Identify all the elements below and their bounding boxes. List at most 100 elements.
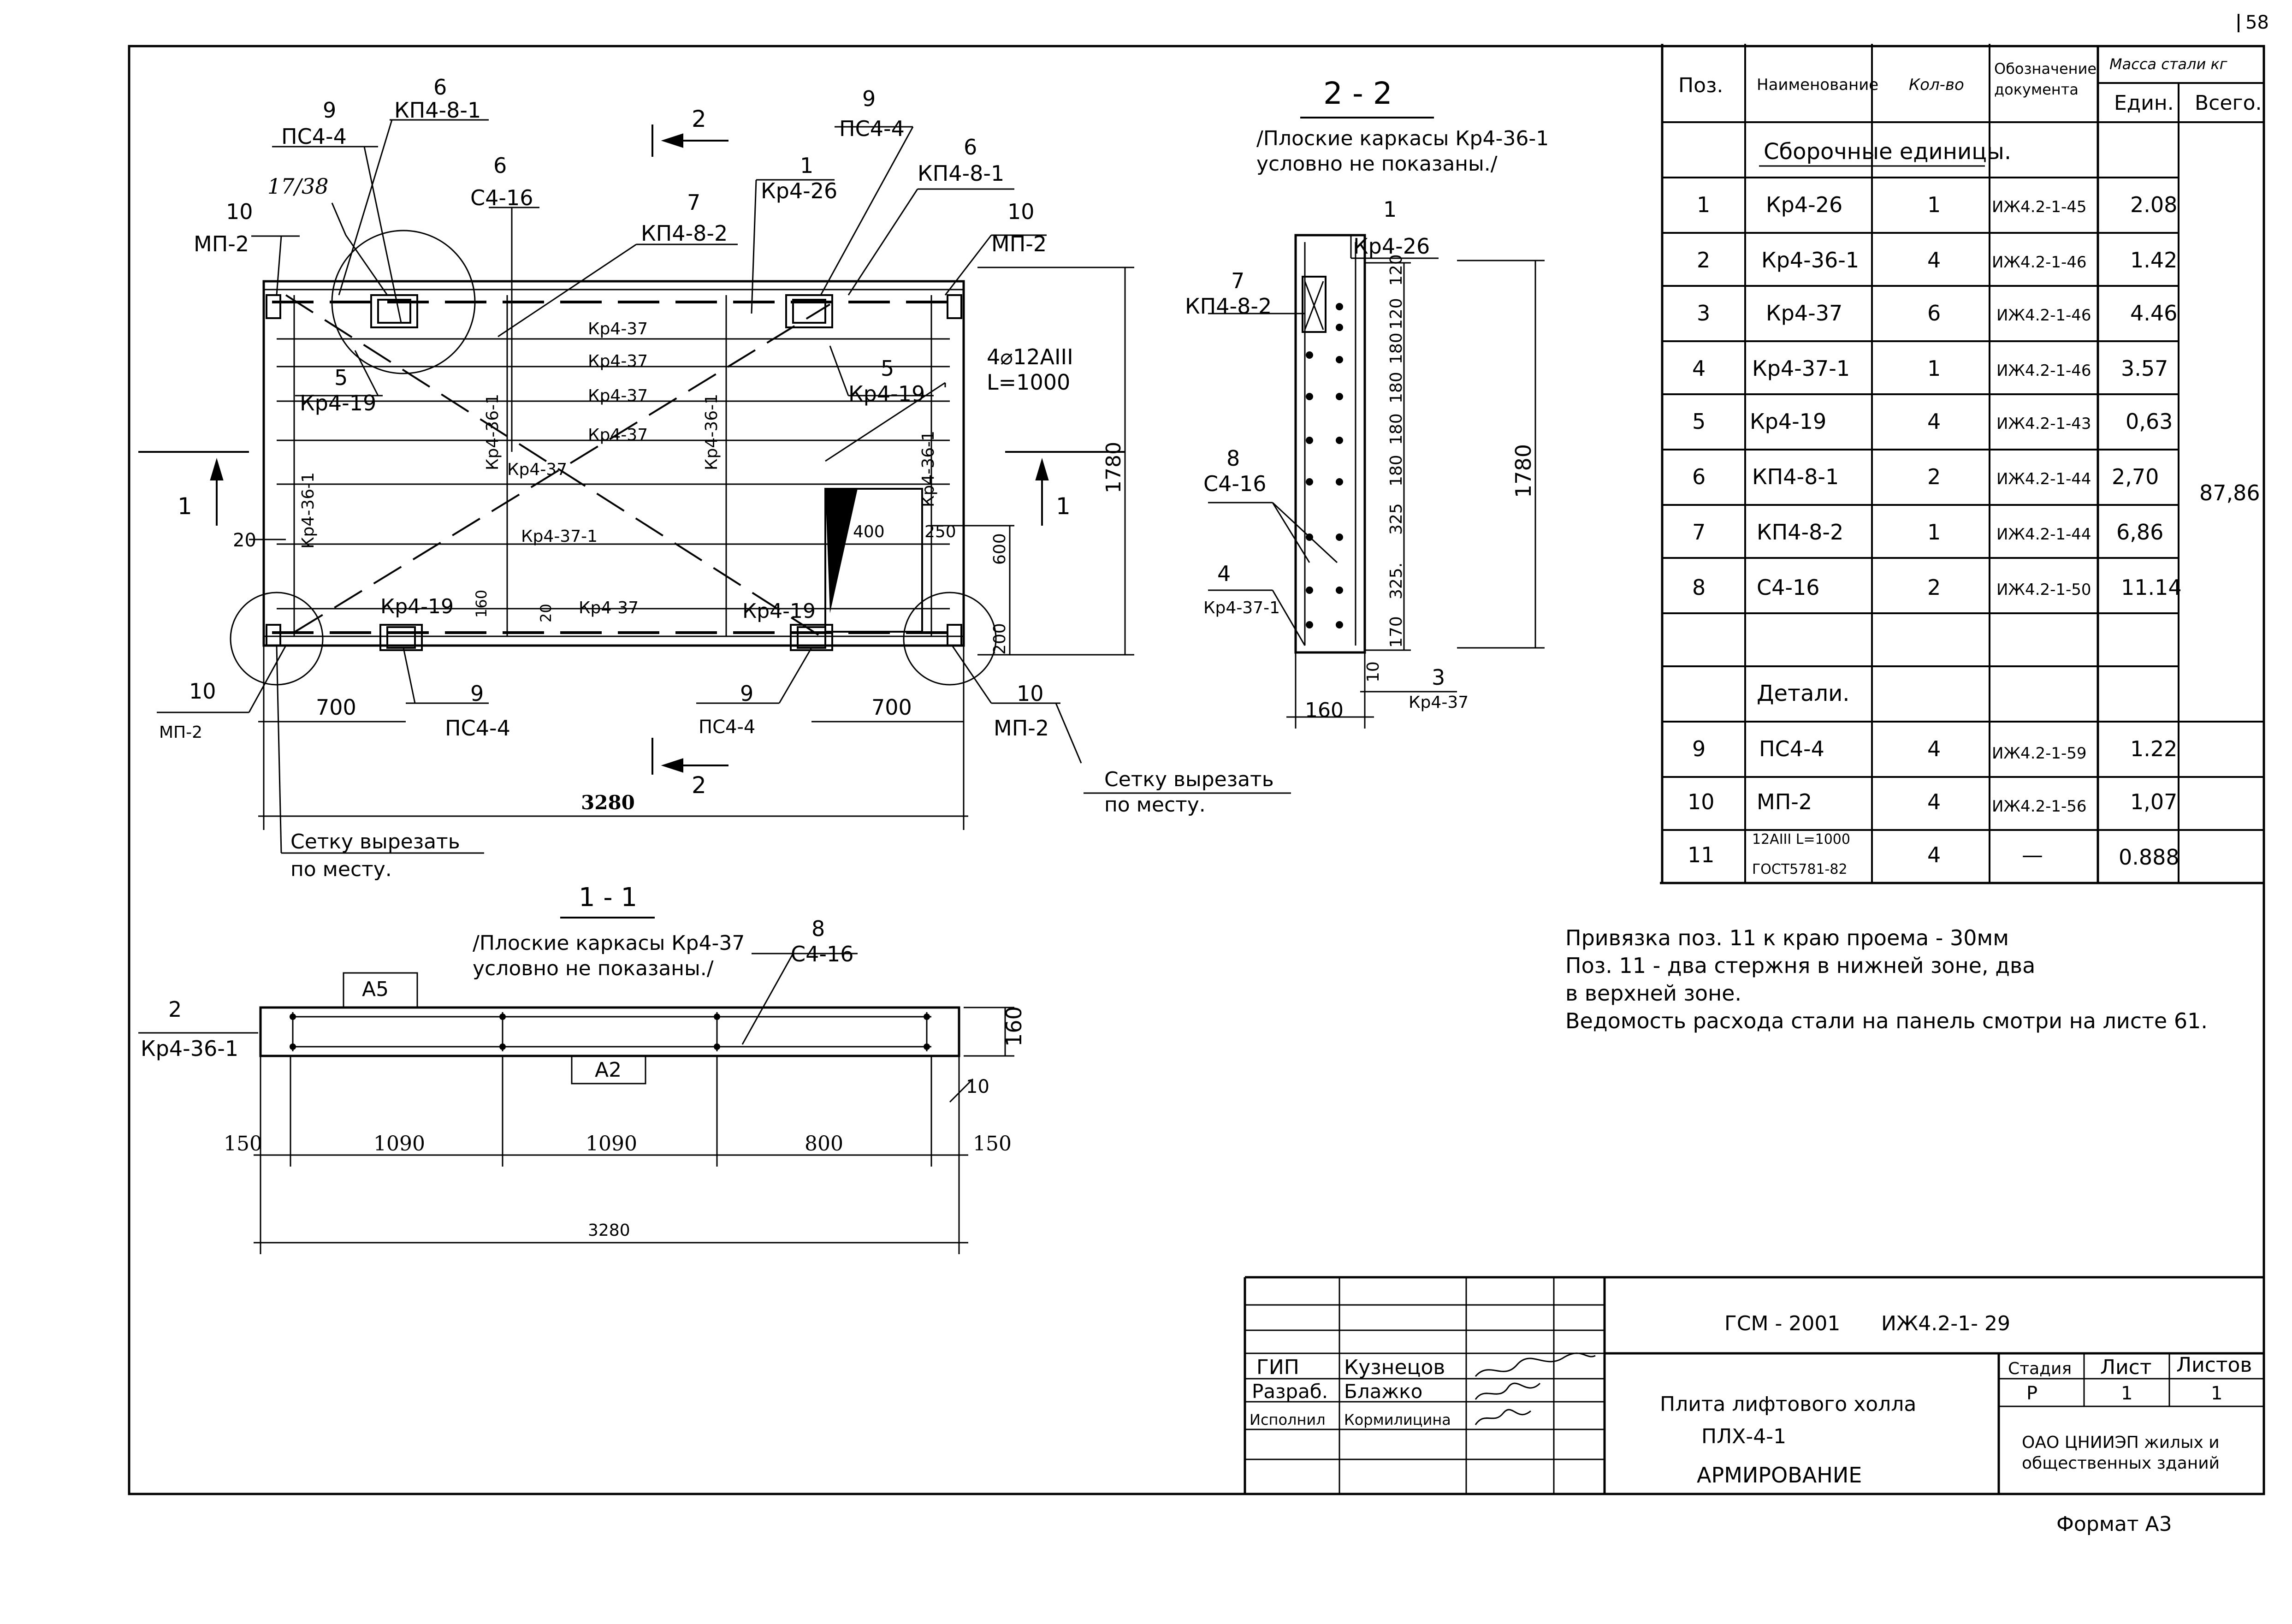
section-1-1-c8: С4-16 (791, 942, 854, 966)
spec-row-1-name: Кр4-26 (1766, 192, 1842, 217)
callout-10-tr-num: 10 (1007, 199, 1035, 224)
section-2-2: 2 - 2 /Плоские каркасы Кр4-36-1 условно … (1185, 76, 1549, 729)
spec-row-4-qty: 1 (1927, 356, 1941, 381)
spec-row-5-pos: 5 (1692, 409, 1706, 434)
spec-row-2-doc: ИЖ4.2-1-46 (1992, 253, 2087, 272)
sheet-frame (128, 14, 2265, 1495)
title-code-b: ИЖ4.2-1- 29 (1881, 1312, 2010, 1335)
spec-row-8-doc: ИЖ4.2-1-50 (1996, 581, 2091, 599)
title-line-b: ПЛХ-4-1 (1701, 1425, 1786, 1448)
section-1-1-c2-num: 2 (168, 997, 182, 1022)
callout-9-left-num: 9 (323, 98, 336, 123)
section-1-1-d10: 10 (966, 1076, 989, 1097)
section-2-2-dim-160: 160 (1305, 699, 1344, 722)
spec-row-2-unit: 1.42 (2130, 248, 2177, 273)
label-kr4-36-1-d: Кр4-36-1 (919, 431, 938, 507)
spec-header-unit: Един. (2114, 91, 2174, 115)
callout-6-left-num: 6 (433, 75, 447, 100)
notes: Привязка поз. 11 к краю проема - 30мм По… (1565, 925, 2208, 1033)
spec-row-3-doc: ИЖ4.2-1-46 (1996, 306, 2091, 325)
section-1-1-dim-5: 150 (973, 1132, 1012, 1156)
rebar-dots (1306, 303, 1343, 628)
section-2-2-dim-7: 325 (1387, 503, 1406, 535)
callout-10-br-num: 10 (1017, 681, 1044, 706)
section-2-2-note-a: /Плоские каркасы Кр4-36-1 (1256, 127, 1549, 150)
section-1-1-dim-1: 150 (224, 1132, 262, 1156)
section-2-2-note-b: условно не показаны./ (1256, 152, 1498, 176)
callout-5-right-num: 5 (881, 356, 894, 381)
opening (824, 488, 923, 633)
title-name-2: Блажко (1344, 1380, 1422, 1403)
spec-row-7-doc: ИЖ4.2-1-44 (1996, 525, 2091, 544)
spec-row-7-unit: 6,86 (2116, 520, 2163, 545)
section-1-1-note-a: /Плоские каркасы Кр4-37 (473, 931, 745, 955)
callout-5-left-num: 5 (334, 365, 348, 390)
note-cut-right-a: Сетку вырезать (1104, 768, 1274, 791)
title-org-a: ОАО ЦНИИЭП жилых и (2022, 1433, 2220, 1452)
label-kr4-37-c: Кр4-37 (588, 386, 648, 405)
spec-table: Поз. Наименование Кол-во Обозначение док… (1660, 44, 2264, 884)
label-kr4-36-1-a: Кр4-36-1 (299, 472, 318, 549)
section-1-1-outline (259, 1006, 960, 1057)
dim-200: 200 (990, 623, 1009, 655)
signatures (1475, 1352, 1596, 1425)
label-kr4-37-b: Кр4-37 (588, 352, 648, 371)
callout-7-num: 7 (687, 190, 700, 215)
title-role-2: Разраб. (1252, 1380, 1328, 1403)
spec-row-11-unit: 0.888 (2119, 845, 2179, 870)
section-2-2-dim-8: 325. (1387, 563, 1406, 599)
spec-row-5-name: Кр4-19 (1750, 409, 1826, 434)
section-marks (138, 124, 1125, 775)
spec-row-7-qty: 1 (1927, 520, 1941, 545)
callout-6-mid-num: 6 (493, 153, 507, 178)
note-cut-right-b: по месту. (1104, 793, 1206, 817)
section-2-2-c3: Кр4-37 (1409, 693, 1469, 712)
section-1-1-d160: 160 (1001, 1006, 1026, 1047)
spec-row-10-name: МП-2 (1757, 789, 1812, 814)
label-kr4-37-1: Кр4-37-1 (521, 527, 598, 546)
cut-mark-bottom: 2 (692, 772, 706, 799)
label-kr4-37-f: Кр4-37 (579, 599, 639, 617)
callout-9-br-num: 9 (740, 681, 753, 706)
section-1-1-a2: А2 (595, 1058, 622, 1082)
spec-row-4-doc: ИЖ4.2-1-46 (1996, 362, 2091, 380)
spec-row-4-name: Кр4-37-1 (1752, 356, 1850, 381)
spec-row-5-unit: 0,63 (2126, 409, 2173, 434)
section-2-2-c7: КП4-8-2 (1185, 294, 1272, 319)
callout-10-tl-num: 10 (226, 199, 253, 224)
spec-row-7-pos: 7 (1692, 520, 1706, 545)
spec-row-8-unit: 11.14 (2121, 575, 2182, 600)
section-2-2-c1-num: 1 (1383, 197, 1397, 222)
callout-9-right: ПС4-4 (839, 116, 905, 141)
title-sheets: 1 (2211, 1383, 2222, 1404)
spec-row-11-qty: 4 (1927, 842, 1941, 867)
lifting-loops (370, 294, 833, 651)
opening-hatch (825, 489, 858, 613)
page-number: 58 (2245, 12, 2269, 33)
spec-row-6-doc: ИЖ4.2-1-44 (1996, 470, 2091, 488)
callout-1: Кр4-26 (761, 178, 837, 203)
callout-6-right-num: 6 (964, 135, 977, 160)
spec-row-3-name: Кр4-37 (1766, 301, 1842, 326)
label-kr4-36-1-b: Кр4-36-1 (483, 394, 502, 470)
label-kr4-36-1-c: Кр4-36-1 (702, 394, 721, 470)
spec-total: 87,86 (2199, 480, 2260, 505)
callout-1-num: 1 (800, 153, 813, 178)
spec-row-1-qty: 1 (1927, 192, 1941, 217)
section-2-2-outline (1294, 234, 1366, 654)
spec-row-8-name: С4-16 (1757, 575, 1820, 600)
section-2-2-dim-4: 180 (1387, 372, 1406, 403)
section-2-2-c8-num: 8 (1226, 446, 1240, 471)
label-kr4-19-a: Кр4-19 (380, 595, 454, 618)
title-line-c: АРМИРОВАНИЕ (1697, 1463, 1862, 1488)
title-role-1: ГИП (1256, 1356, 1299, 1379)
dim-700-a: 700 (316, 695, 356, 720)
section-2-2-dim-10: 10 (1364, 661, 1383, 682)
callout-10-bl: МП-2 (159, 723, 202, 742)
spec-row-4-pos: 4 (1692, 356, 1706, 381)
spec-row-5-doc: ИЖ4.2-1-43 (1996, 415, 2091, 433)
dim-250: 250 (924, 522, 956, 541)
spec-row-2-name: Кр4-36-1 (1761, 248, 1859, 273)
slab-outline (262, 280, 965, 647)
